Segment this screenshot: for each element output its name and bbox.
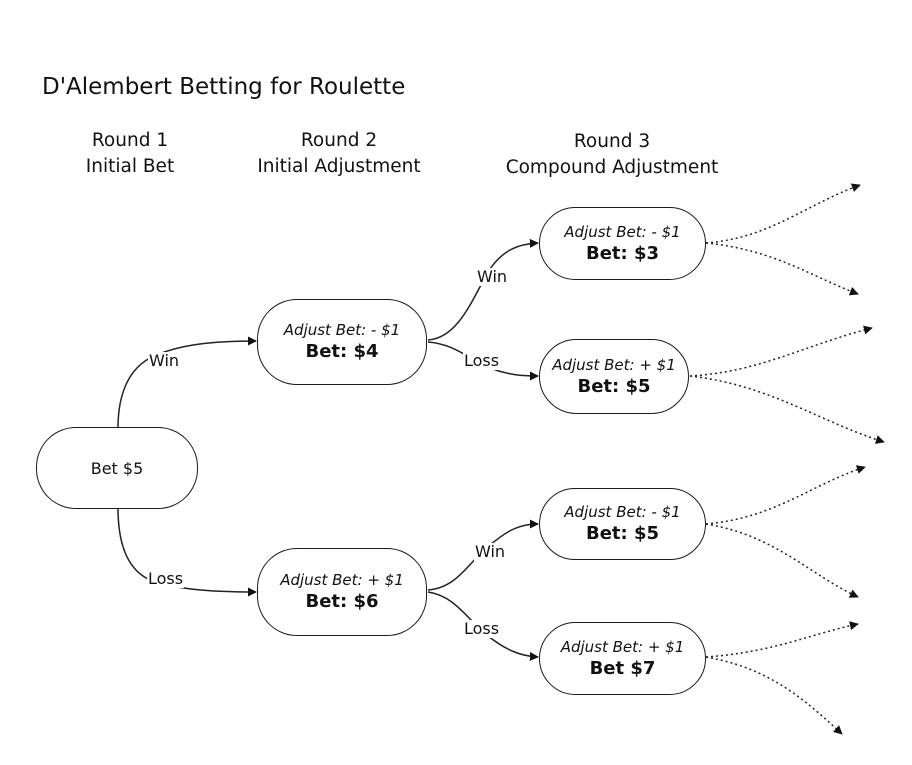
column-header-line-1: Round 1 (91, 130, 169, 151)
node-bet-text: Bet $5 (90, 458, 144, 478)
column-header-line-1: Round 3 (573, 131, 651, 152)
column-header-line-2: Initial Adjustment (257, 156, 421, 177)
column-header-round-2: Round 2 Initial Adjustment (219, 128, 459, 180)
continuation-r3-ll-up (705, 621, 859, 658)
edge-label-loss: Loss (147, 569, 185, 588)
node-round2-win: Adjust Bet: - $1 Bet: $4 (257, 299, 427, 385)
node-bet-text: Bet: $5 (577, 375, 651, 397)
node-round3-loss-loss: Adjust Bet: + $1 Bet $7 (539, 622, 706, 695)
continuation-r3-ww-down (705, 242, 859, 296)
edge-r2-win-to-r3-ww (427, 238, 539, 341)
node-adjust-text: Adjust Bet: + $1 (560, 637, 685, 656)
node-round2-loss: Adjust Bet: + $1 Bet: $6 (257, 548, 427, 636)
node-adjust-text: Adjust Bet: + $1 (552, 355, 676, 374)
edge-label-loss: Loss (463, 619, 501, 638)
node-bet-text: Bet: $6 (305, 591, 379, 612)
edge-label-win: Win (476, 267, 509, 286)
node-initial-bet: Bet $5 (36, 427, 198, 509)
column-header-round-3: Round 3 Compound Adjustment (492, 129, 732, 181)
column-header-line-1: Round 2 (300, 130, 378, 151)
edge-label-win: Win (474, 542, 507, 561)
column-header-round-1: Round 1 Initial Bet (10, 128, 250, 180)
node-bet-text: Bet $7 (589, 657, 656, 679)
continuation-r3-wl-up (689, 325, 873, 377)
column-header-line-2: Initial Bet (85, 156, 175, 177)
node-round3-win-win: Adjust Bet: - $1 Bet: $3 (539, 207, 706, 280)
node-adjust-text: Adjust Bet: - $1 (564, 503, 681, 521)
node-bet-text: Bet: $4 (305, 341, 379, 362)
column-header-line-2: Compound Adjustment (505, 157, 719, 178)
continuation-r3-wl-down (689, 375, 885, 444)
node-adjust-text: Adjust Bet: - $1 (283, 321, 401, 339)
edge-label-loss: Loss (463, 351, 501, 370)
node-round3-win-loss: Adjust Bet: + $1 Bet: $5 (539, 339, 689, 414)
node-bet-text: Bet: $5 (585, 523, 660, 544)
node-bet-text: Bet: $3 (585, 242, 660, 264)
diagram-title: D'Alembert Betting for Roulette (42, 74, 406, 100)
continuation-r3-lw-up (705, 465, 866, 525)
continuation-r3-lw-down (705, 523, 859, 598)
edge-label-win: Win (148, 351, 181, 370)
continuation-r3-ll-down (705, 656, 843, 735)
edge-start-to-r2-win (117, 336, 257, 429)
node-adjust-text: Adjust Bet: + $1 (280, 571, 404, 589)
node-adjust-text: Adjust Bet: - $1 (564, 222, 681, 241)
node-round3-loss-win: Adjust Bet: - $1 Bet: $5 (539, 488, 706, 560)
edge-start-to-r2-loss (117, 507, 257, 597)
continuation-r3-ww-up (705, 183, 861, 244)
